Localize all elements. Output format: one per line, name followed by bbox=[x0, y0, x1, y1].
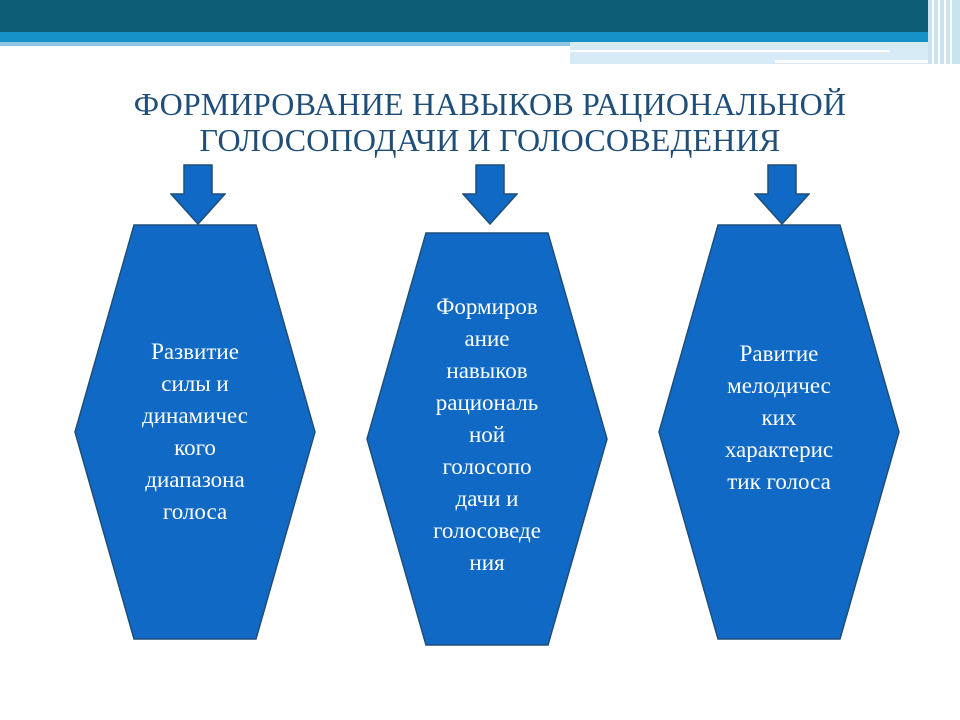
block-line: Развитие bbox=[151, 339, 239, 364]
down-arrow-icon bbox=[170, 164, 226, 226]
block-line: Формиров bbox=[436, 294, 538, 319]
block-line: дачи и bbox=[455, 486, 519, 511]
block-line: характерис bbox=[724, 437, 834, 462]
title-line-2: ГОЛОСОПОДАЧИ И ГОЛОСОВЕДЕНИЯ bbox=[199, 122, 781, 158]
block-line: Равитие bbox=[739, 341, 819, 366]
block-line: голосоведе bbox=[433, 518, 541, 543]
hexagon-shape bbox=[74, 224, 316, 640]
hexagon-shape bbox=[366, 232, 608, 646]
block-line: диапазона bbox=[145, 467, 245, 492]
hexagon-block-melodic: Равитие мелодичес ких характерис тик гол… bbox=[658, 224, 900, 640]
hexagon-block-voice-power: Развитие силы и динамичес кого диапазона… bbox=[74, 224, 316, 640]
block-line: ких bbox=[761, 405, 797, 430]
block-line: ание bbox=[464, 326, 510, 351]
hexagon-text: Равитие мелодичес ких характерис тик гол… bbox=[658, 210, 900, 626]
hexagon-text: Развитие силы и динамичес кого диапазона… bbox=[74, 224, 316, 640]
block-line: силы и bbox=[161, 371, 229, 396]
slide-title: ФОРМИРОВАНИЕ НАВЫКОВ РАЦИОНАЛЬНОЙ ГОЛОСО… bbox=[60, 86, 920, 158]
hexagon-block-voice-production: Формиров ание навыков рациональ ной голо… bbox=[366, 232, 608, 646]
title-line-1: ФОРМИРОВАНИЕ НАВЫКОВ РАЦИОНАЛЬНОЙ bbox=[133, 86, 847, 122]
block-line: рациональ bbox=[435, 390, 539, 415]
block-line: голосопо bbox=[442, 454, 532, 479]
block-line: навыков bbox=[446, 358, 528, 383]
block-line: ной bbox=[468, 422, 506, 447]
block-line: ния bbox=[469, 550, 505, 575]
block-line: тик голоса bbox=[727, 469, 831, 494]
block-line: голоса bbox=[162, 499, 228, 524]
block-line: динамичес bbox=[142, 403, 248, 428]
block-line: мелодичес bbox=[727, 373, 831, 398]
block-line: кого bbox=[174, 435, 216, 460]
hexagon-shape bbox=[658, 224, 900, 640]
down-arrow-icon bbox=[754, 164, 810, 226]
down-arrow-icon bbox=[462, 164, 518, 226]
hexagon-text: Формиров ание навыков рациональ ной голо… bbox=[366, 228, 608, 642]
header-band bbox=[0, 0, 960, 64]
